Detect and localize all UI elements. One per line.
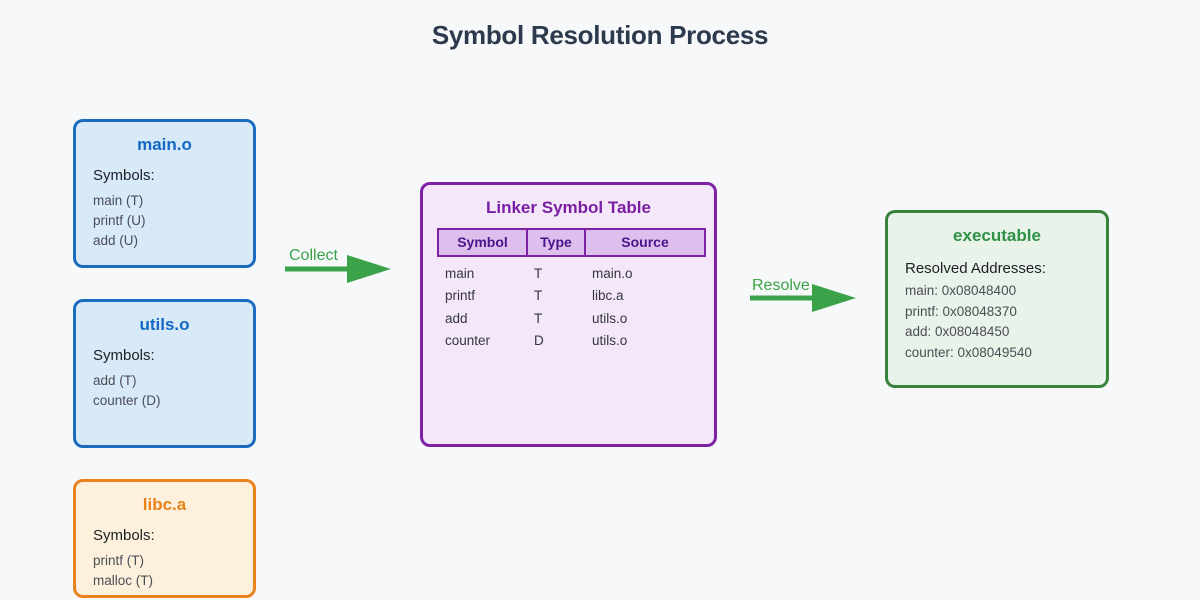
object-file-box-utils: utils.o Symbols: add (T) counter (D) (73, 299, 256, 448)
symbols-label: Symbols: (93, 527, 155, 544)
column-header-symbol: Symbol (439, 230, 528, 255)
resolve-arrow-icon (750, 284, 856, 312)
resolved-address: counter: 0x08049540 (905, 344, 1032, 360)
cell-symbol: add (445, 310, 468, 326)
page-title: Symbol Resolution Process (431, 20, 769, 50)
table-row: add T utils.o (437, 307, 706, 330)
library-box-libc: libc.a Symbols: printf (T) malloc (T) (73, 479, 256, 598)
resolved-address: main: 0x08048400 (905, 283, 1017, 298)
symbol-table-body: main T main.o printf T libc.a add T util… (437, 257, 706, 352)
cell-type: T (534, 288, 543, 304)
symbol-table: Symbol Type Source main T main.o printf … (437, 228, 706, 352)
cell-type: D (534, 333, 544, 349)
cell-source: utils.o (592, 333, 628, 349)
table-row: counter D utils.o (437, 330, 706, 353)
object-file-box-main: main.o Symbols: main (T) printf (U) add … (73, 119, 256, 268)
executable-box: executable Resolved Addresses: main: 0x0… (885, 210, 1109, 388)
table-row: printf T libc.a (437, 285, 706, 308)
symbol-entry: add (U) (93, 233, 139, 248)
cell-symbol: printf (445, 288, 476, 304)
resolve-arrow-label: Resolve (752, 277, 810, 294)
object-file-name: utils.o (139, 315, 190, 334)
symbols-label: Symbols: (93, 347, 155, 364)
linker-table-title: Linker Symbol Table (485, 198, 651, 217)
cell-type: T (534, 310, 543, 326)
symbols-label: Symbols: (93, 167, 155, 184)
symbol-entry: printf (T) (93, 553, 145, 568)
symbol-entry: printf (U) (93, 213, 146, 228)
cell-source: utils.o (592, 310, 628, 326)
symbol-entry: malloc (T) (93, 573, 153, 588)
cell-type: T (534, 265, 543, 281)
cell-source: libc.a (592, 288, 624, 304)
symbol-entry: main (T) (93, 193, 144, 208)
cell-source: main.o (592, 265, 633, 281)
resolved-address: add: 0x08048450 (905, 324, 1010, 339)
table-row: main T main.o (437, 262, 706, 285)
column-header-source: Source (621, 234, 669, 250)
linker-symbol-table-box: Linker Symbol Table Symbol Type Source m… (420, 182, 717, 447)
object-file-name: main.o (137, 135, 192, 154)
resolved-addresses-label: Resolved Addresses: (905, 260, 1046, 277)
symbol-table-header-row: Symbol Type Source (437, 228, 706, 257)
collect-arrow-icon (285, 255, 391, 283)
library-name: libc.a (142, 495, 187, 514)
symbol-entry: counter (D) (93, 393, 161, 408)
executable-name: executable (953, 226, 1041, 245)
cell-symbol: main (445, 265, 475, 281)
resolved-address: printf: 0x08048370 (905, 303, 1017, 319)
cell-symbol: counter (445, 333, 491, 349)
column-header-type: Type (528, 230, 586, 255)
symbol-entry: add (T) (93, 373, 137, 388)
collect-arrow-label: Collect (289, 247, 338, 264)
